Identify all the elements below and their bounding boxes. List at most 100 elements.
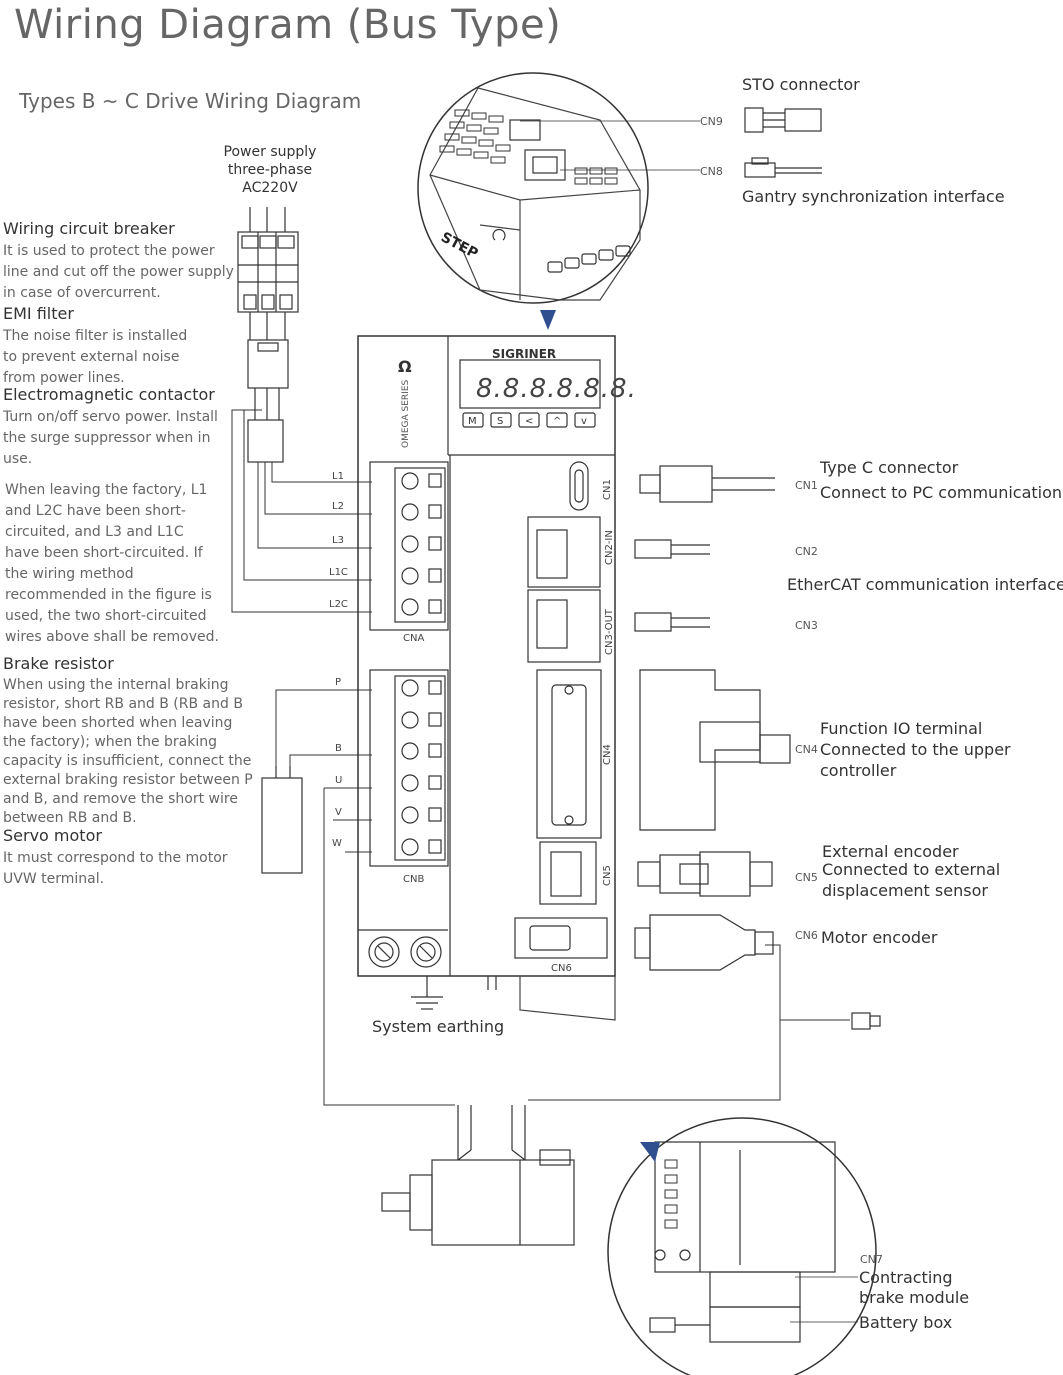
sto-connector-icon [744,107,822,133]
cn5-code: CN5 [795,871,818,884]
cn7-line2: brake module [859,1288,970,1307]
earthing-label: System earthing [372,1017,505,1036]
ext-encoder-line2: Connected to external [822,860,1001,879]
cna-wires [231,409,372,613]
cn3-port-label: CN3-OUT [604,608,615,655]
power-input-lines [249,207,286,232]
key-left: < [525,416,533,427]
key-up: ^ [553,416,561,427]
rj45-cable-cn2-icon [634,539,710,559]
io-terminal-connector-icon [639,669,791,831]
cn6-port [514,917,608,959]
terminal-v: V [335,807,342,818]
ext-encoder-line1: External encoder [822,842,959,861]
cn1-code: CN1 [795,479,818,492]
motor-encoder-label: Motor encoder [821,928,938,947]
terminal-l3: L3 [332,535,344,546]
cn5-port [539,841,597,905]
factory-note: When leaving the factory, L1 and L2C hav… [5,482,219,645]
cn1-port-label: CN1 [602,479,613,500]
cn6-port-label: CN6 [551,963,572,974]
terminal-l1c: L1C [329,567,348,578]
contactor-description: Turn on/off servo power. Install the sur… [3,409,218,467]
io-line3: controller [820,761,897,780]
cna-label: CNA [403,633,424,644]
external-encoder-connector-icon [637,851,773,897]
cnb-label: CNB [403,874,424,885]
cna-terminal-block [369,461,449,631]
cn7-line1: Contracting [859,1268,953,1287]
terminal-w: W [332,838,342,849]
cn3-port [527,589,601,663]
terminal-p: P [335,677,341,688]
breaker-description: It is used to protect the power line and… [3,243,234,301]
brand-label: SIGRINER [492,347,556,361]
earth-symbol-icon [411,976,443,1010]
servo-motor-description: It must correspond to the motor UVW term… [3,850,228,887]
page-subtitle: Types B ~ C Drive Wiring Diagram [19,89,362,113]
cn7-code: CN7 [860,1253,883,1266]
top-zoom-circle [417,72,700,304]
cn4-port-label: CN4 [602,744,613,765]
emi-description: The noise filter is installed to prevent… [3,328,188,386]
terminal-l2c: L2C [329,599,348,610]
power-supply-label: Power supply three-phase AC220V [210,143,330,197]
contactor-heading: Electromagnetic contactor [3,385,215,404]
page-title: Wiring Diagram (Bus Type) [14,2,562,48]
io-line1: Function IO terminal [820,719,983,738]
cnb-terminal-block [369,669,449,867]
key-down: v [581,416,587,427]
battery-box-label: Battery box [859,1313,953,1332]
usb-c-cable-icon [639,465,775,503]
cn8-code: CN8 [700,165,723,178]
bottom-zoom-circle [607,1117,877,1375]
servo-motor-heading: Servo motor [3,826,102,845]
brake-resistor-icon [261,766,303,874]
power-supply-line2: three-phase [227,162,313,178]
ethercat-label: EtherCAT communication interface [787,575,1063,594]
cn6-code: CN6 [795,929,818,942]
cn2-code: CN2 [795,545,818,558]
key-m: M [468,416,477,427]
motor-encoder-connector-icon [634,914,774,971]
gantry-label: Gantry synchronization interface [742,187,1005,206]
servo-motor-icon [381,1105,575,1246]
key-s: S [497,416,503,427]
cn1-port [569,461,589,511]
typec-heading: Type C connector [820,458,959,477]
brake-description: When using the internal braking resistor… [3,677,253,826]
cn4-port [536,669,602,839]
terminal-b: B [335,743,342,754]
cn4-code: CN4 [795,743,818,756]
omega-logo: Ω [398,357,412,376]
ground-screws [368,936,442,968]
sto-label: STO connector [742,75,860,94]
zoom-arrow-top [540,310,556,330]
step-label: STEP [438,229,480,262]
encoder-plug-icon [851,1012,881,1030]
cn3-code: CN3 [795,619,818,632]
power-supply-line1: Power supply [223,144,317,160]
breaker-heading: Wiring circuit breaker [3,219,175,238]
cn5-port-label: CN5 [602,865,613,886]
cn9-code: CN9 [700,115,723,128]
cn2-port [527,516,601,588]
gantry-connector-icon [744,157,822,178]
io-line2: Connected to the upper [820,740,1011,759]
cn2-port-label: CN2-IN [604,530,615,565]
circuit-breaker-icon [237,231,299,313]
brake-heading: Brake resistor [3,654,114,673]
series-label: OMEGA SERIES [401,379,411,448]
emi-filter-icon [247,339,289,389]
zoom-arrow-bottom [640,1142,660,1162]
emi-heading: EMI filter [3,304,74,323]
power-supply-line3: AC220V [242,180,298,196]
terminal-l1: L1 [332,471,344,482]
rj45-cable-cn3-icon [634,612,710,632]
drive-body [357,335,616,977]
typec-description: Connect to PC communication [820,483,1063,502]
ext-encoder-line3: displacement sensor [822,881,988,900]
display-digits: 8.8.8.8.8.8. [476,374,637,404]
contactor-icon [247,419,284,463]
